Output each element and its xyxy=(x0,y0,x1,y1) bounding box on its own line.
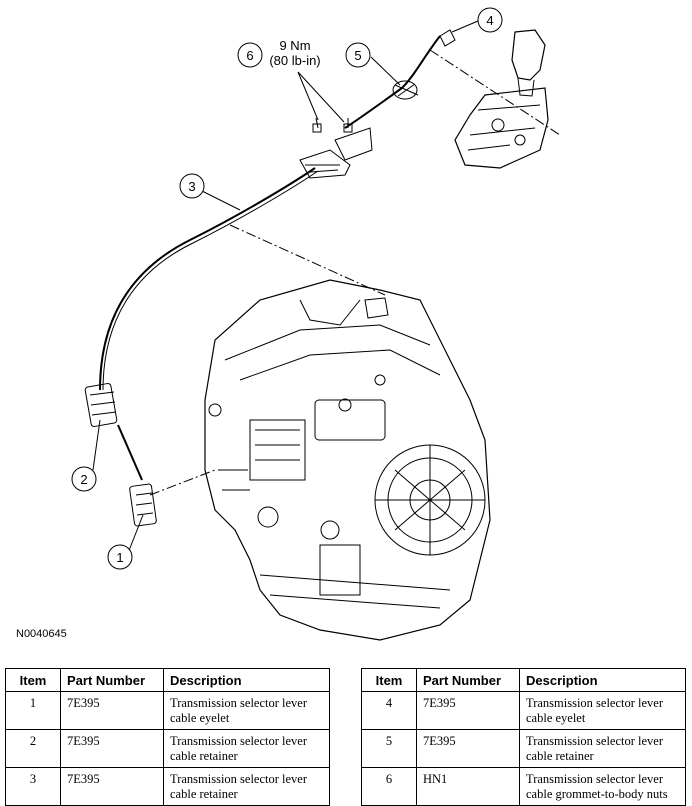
description-line-1: Transmission selector lever xyxy=(526,696,664,710)
callout-6: 6 xyxy=(237,42,263,68)
cable-eyelet-lower xyxy=(129,483,157,527)
callout-1: 1 xyxy=(107,544,133,570)
callout-6-label: 6 xyxy=(246,48,253,63)
torque-spec-nm: 9 Nm xyxy=(279,38,310,53)
callout-4-label: 4 xyxy=(486,13,493,28)
cell-part-number: HN1 xyxy=(416,767,520,806)
cell-part-number: 7E395 xyxy=(60,691,164,730)
alignment-lines xyxy=(149,49,561,496)
cell-part-number: 7E395 xyxy=(60,729,164,768)
exploded-diagram: 1 2 3 4 5 6 9 Nm (80 lb-in) xyxy=(71,7,561,641)
leader-lines xyxy=(92,20,479,554)
callout-5-label: 5 xyxy=(354,48,361,63)
parts-table-left: Item Part Number Description 1 7E395 Tra… xyxy=(5,668,330,806)
selector-cable xyxy=(99,35,441,481)
cell-item: 6 xyxy=(361,767,417,806)
description-line-1: Transmission selector lever xyxy=(170,734,308,748)
table-header-row: Item Part Number Description xyxy=(5,668,330,692)
description-line-2: cable eyelet xyxy=(170,711,230,725)
callout-4: 4 xyxy=(477,7,503,33)
description-line-2: cable retainer xyxy=(170,787,238,801)
header-part-number: Part Number xyxy=(416,668,520,692)
description-line-2: cable eyelet xyxy=(526,711,586,725)
callout-2-label: 2 xyxy=(80,472,87,487)
callout-3-label: 3 xyxy=(188,179,195,194)
description-line-1: Transmission selector lever xyxy=(170,772,308,786)
cell-item: 1 xyxy=(5,691,61,730)
cell-item: 5 xyxy=(361,729,417,768)
description-line-2: cable retainer xyxy=(526,749,594,763)
cell-item: 3 xyxy=(5,767,61,806)
callout-3: 3 xyxy=(179,173,205,199)
cell-part-number: 7E395 xyxy=(60,767,164,806)
parts-table-right: Item Part Number Description 4 7E395 Tra… xyxy=(361,668,686,806)
table-header-row: Item Part Number Description xyxy=(361,668,686,692)
description-line-1: Transmission selector lever xyxy=(526,734,664,748)
header-part-number: Part Number xyxy=(60,668,164,692)
torque-spec-lbin: (80 lb-in) xyxy=(269,53,320,68)
cell-part-number: 7E395 xyxy=(416,691,520,730)
header-description: Description xyxy=(519,668,686,692)
cell-item: 4 xyxy=(361,691,417,730)
callout-1-label: 1 xyxy=(116,550,123,565)
description-line-2: cable grommet-to-body nuts xyxy=(526,787,668,801)
description-line-2: cable retainer xyxy=(170,749,238,763)
shifter-assembly xyxy=(439,29,549,169)
cell-part-number: 7E395 xyxy=(416,729,520,768)
description-line-1: Transmission selector lever xyxy=(526,772,664,786)
cable-retainer-lower xyxy=(84,383,118,427)
callout-2: 2 xyxy=(71,466,97,492)
header-description: Description xyxy=(163,668,330,692)
cell-item: 2 xyxy=(5,729,61,768)
description-line-1: Transmission selector lever xyxy=(170,696,308,710)
transmission-assembly xyxy=(204,279,491,641)
diagram-drawing: 1 2 3 4 5 6 9 Nm (80 lb-in) xyxy=(71,7,561,641)
cable-grommet-bracket xyxy=(299,117,373,179)
header-item: Item xyxy=(361,668,417,692)
figure-id: N0040645 xyxy=(16,628,67,640)
callout-5: 5 xyxy=(345,42,371,68)
cable-retainer-upper xyxy=(392,80,419,100)
header-item: Item xyxy=(5,668,61,692)
